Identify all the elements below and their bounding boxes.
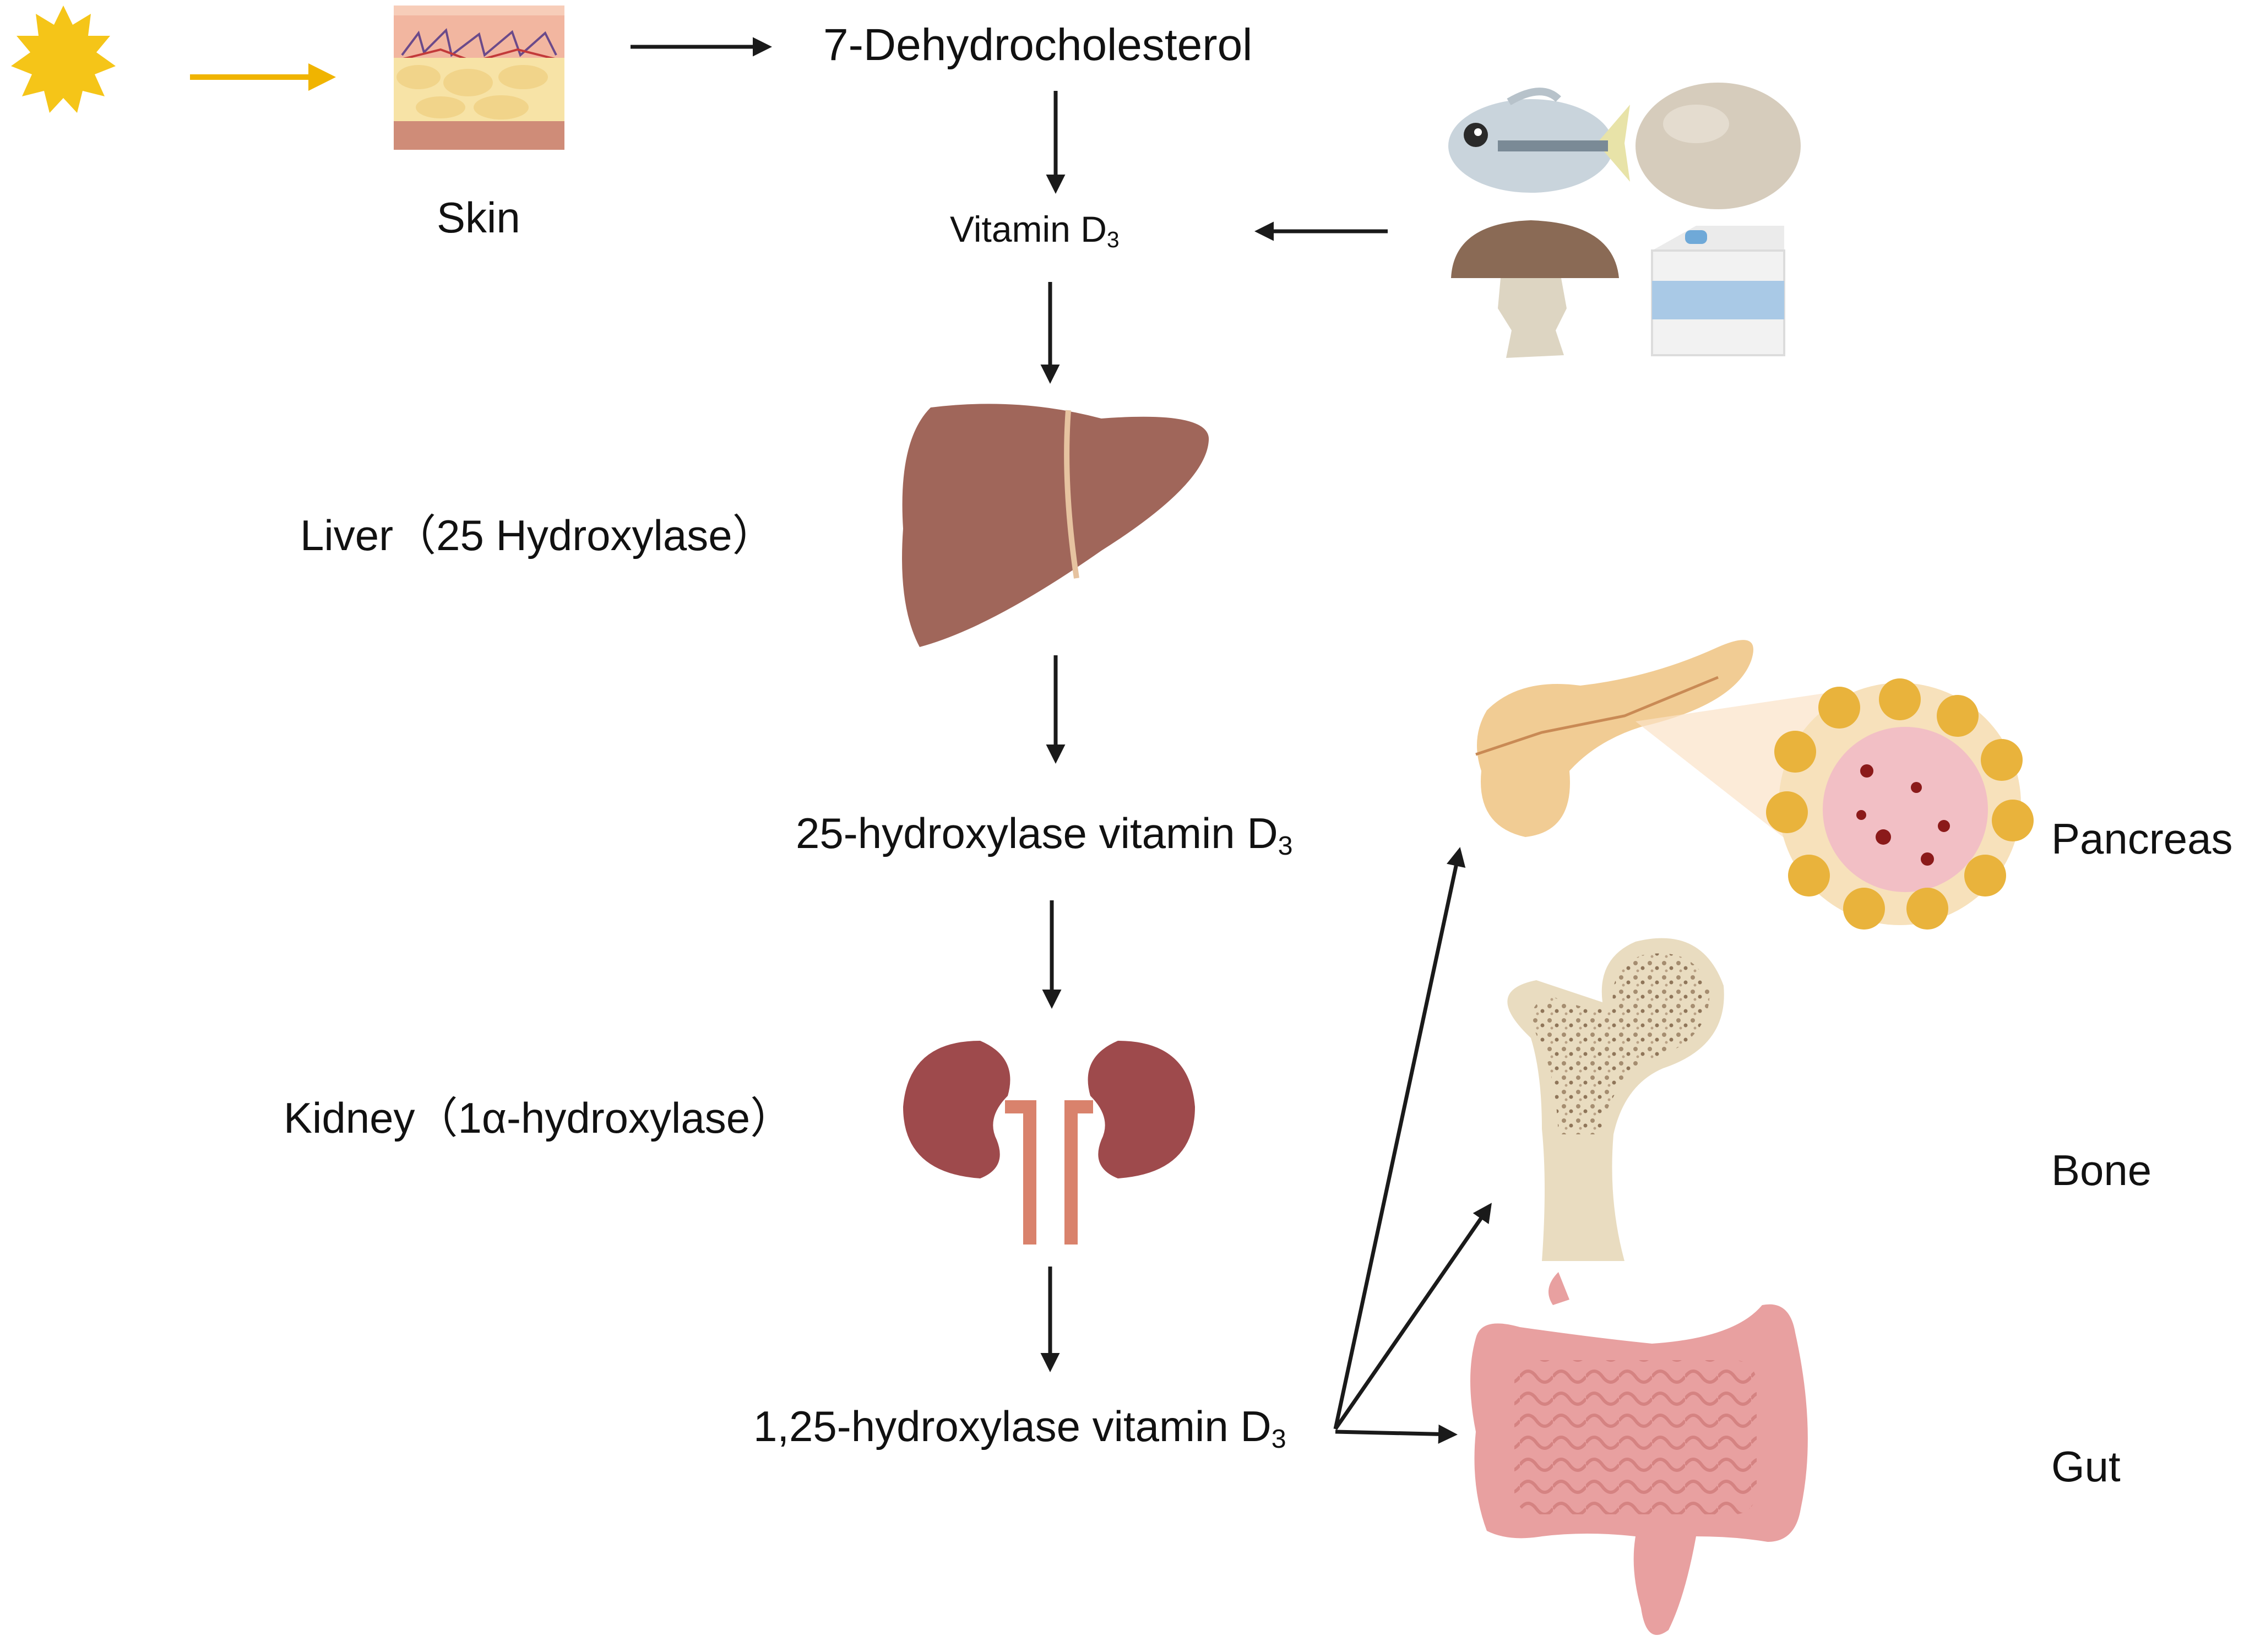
- pancreas-label: Pancreas: [2051, 814, 2233, 863]
- 1-25-hydroxylase-text: 1,25-hydroxylase vitamin D: [753, 1402, 1272, 1450]
- gut-icon: [1470, 1272, 1808, 1635]
- fish-icon: [1448, 88, 1630, 193]
- skin-label: Skin: [437, 193, 520, 242]
- 125d3-to-bone-arrow: [1334, 1203, 1492, 1430]
- milk-carton-icon: [1651, 226, 1785, 356]
- kidney-label: Kidney（1α-hydroxylase）: [284, 1094, 794, 1142]
- bone-label: Bone: [2051, 1146, 2152, 1194]
- 125d3-to-pancreas-arrow: [1333, 847, 1466, 1430]
- 25-hydroxylase-vitamin-d3-label: 25-hydroxylase vitamin D3: [796, 808, 1293, 861]
- 1-25-hydroxylase-subscript: 3: [1271, 1424, 1286, 1454]
- mushroom-icon: [1451, 220, 1619, 358]
- kidney-icon: [903, 1041, 1195, 1245]
- liver-icon: [902, 404, 1209, 647]
- 25-hydroxylase-text: 25-hydroxylase vitamin D: [796, 809, 1278, 857]
- 125d3-to-gut-arrow: [1335, 1424, 1458, 1444]
- skin-icon: [394, 6, 564, 150]
- pancreas-icon: [1475, 640, 1753, 837]
- 1-25-hydroxylase-vitamin-d3-label: 1,25-hydroxylase vitamin D3: [753, 1401, 1286, 1454]
- gut-label: Gut: [2051, 1442, 2121, 1491]
- 7-dehydrocholesterol-label: 7-Dehydrocholesterol: [823, 20, 1253, 70]
- sun-icon: [11, 6, 116, 113]
- islet-icon: [1766, 678, 2034, 930]
- bone-icon: [1507, 938, 1724, 1261]
- 25-hydroxylase-subscript: 3: [1278, 831, 1293, 861]
- liver-label: Liver（25 Hydroxylase）: [300, 511, 775, 559]
- egg-icon: [1636, 83, 1801, 209]
- vitamin-d3-subscript: 3: [1106, 227, 1120, 253]
- vitamin-d3-label: Vitamin D3: [950, 208, 1120, 253]
- vitamin-d3-text: Vitamin D: [950, 209, 1107, 249]
